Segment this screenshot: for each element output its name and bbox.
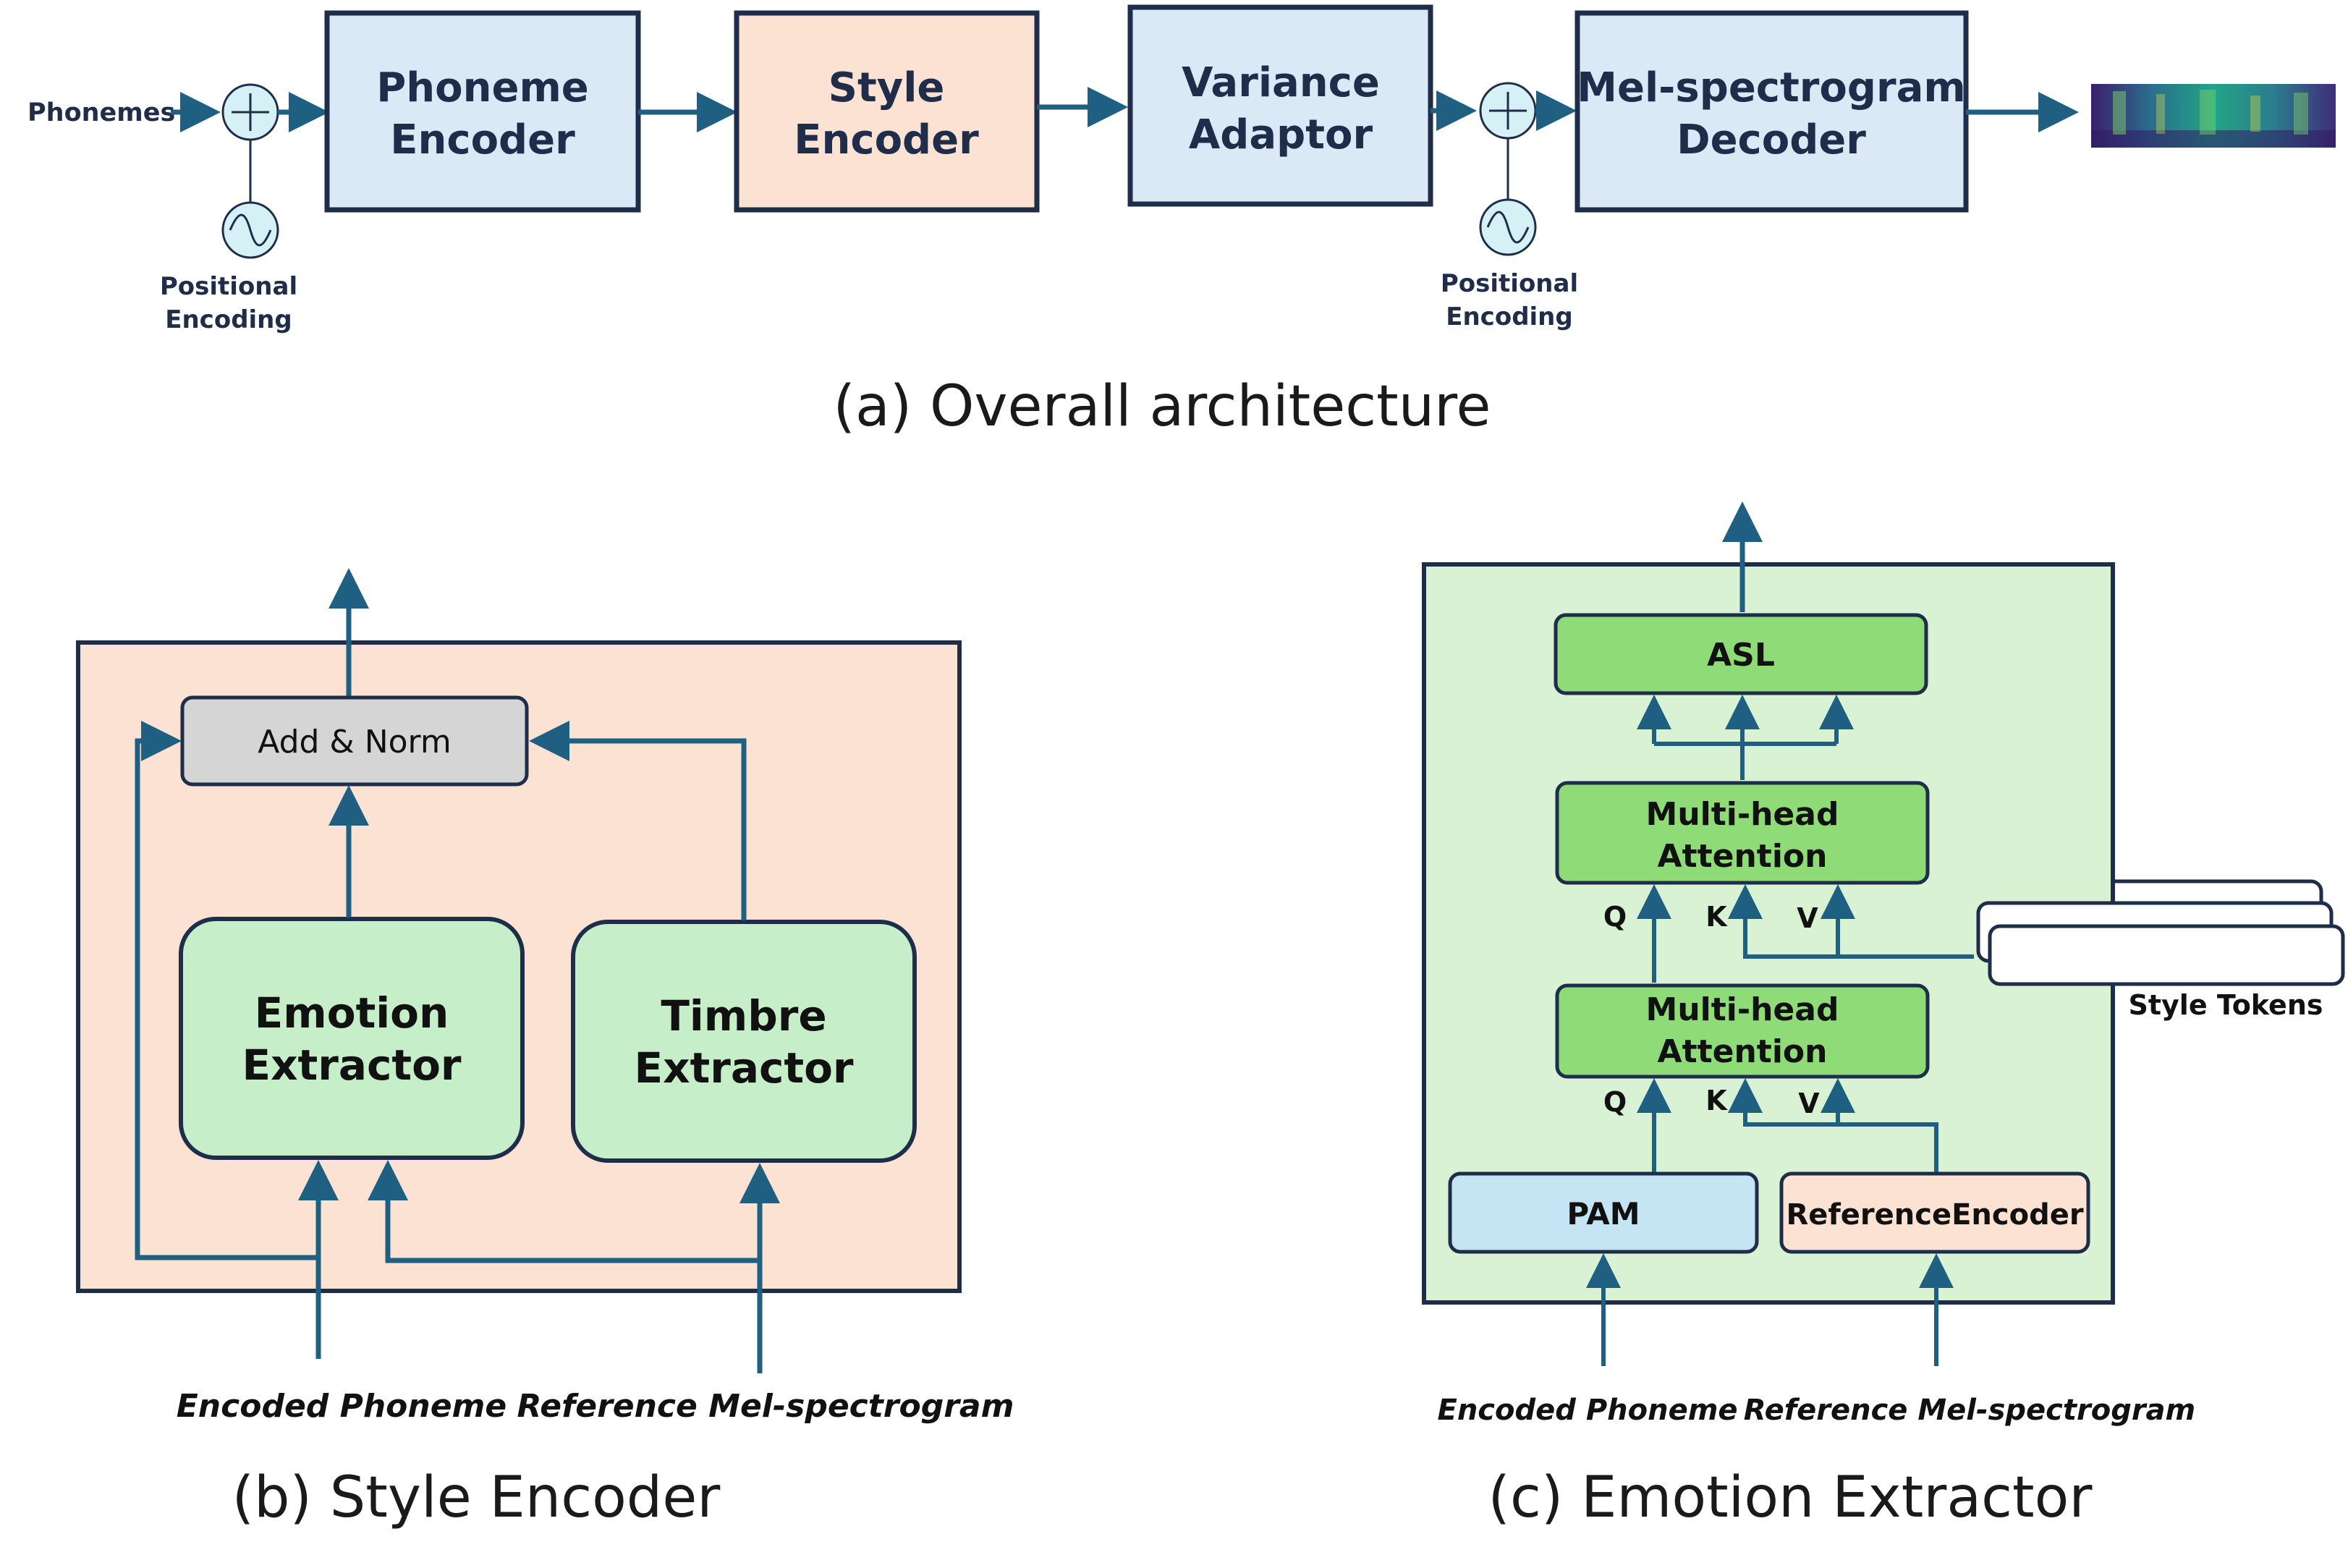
asl-block xyxy=(1554,613,1928,695)
mel-decoder-block xyxy=(1574,10,1969,213)
pam-label: PAM xyxy=(1567,1196,1640,1232)
sine-wave-left-icon xyxy=(221,201,279,259)
q-top-label: Q xyxy=(1603,901,1627,933)
phoneme-encoder-block xyxy=(324,10,641,213)
pam-block xyxy=(1448,1171,1759,1254)
caption-overall: (a) Overall architecture xyxy=(834,374,1491,439)
style-tokens-label: Style Tokens xyxy=(2128,989,2323,1021)
add-norm-label: Add & Norm xyxy=(258,724,451,760)
emotion-input-encoded-phoneme: Encoded Phoneme xyxy=(1438,1394,1738,1427)
sum-node-right-icon xyxy=(1479,82,1537,140)
reference-encoder-block xyxy=(1779,1171,2090,1254)
mha-top-block xyxy=(1555,781,1930,885)
timbre-extractor-block xyxy=(571,920,917,1163)
emotion-input-reference-mel: Reference Mel-spectrogram xyxy=(1744,1394,2195,1427)
style-input-encoded-phoneme: Encoded Phoneme xyxy=(177,1388,507,1425)
style-token-card-3 xyxy=(1988,924,2345,986)
reference-encoder-label: ReferenceEncoder xyxy=(1786,1198,2083,1232)
arrow-residual-to-addnorm xyxy=(135,721,318,1260)
caption-emotion-extractor: (c) Emotion Extractor xyxy=(1488,1465,2093,1530)
arrow-k-bottom xyxy=(1728,1078,1938,1172)
v-bottom-label: V xyxy=(1798,1088,1820,1119)
arrow-k-top xyxy=(1728,884,1974,959)
v-top-label: V xyxy=(1797,902,1818,934)
mha-bottom-block xyxy=(1555,983,1930,1079)
style-input-reference-mel: Reference Mel-spectrogram xyxy=(517,1388,1014,1425)
add-norm-block xyxy=(180,695,529,787)
sum-node-left-icon xyxy=(221,83,279,141)
q-bottom-label: Q xyxy=(1603,1086,1627,1118)
k-bottom-label: K xyxy=(1705,1085,1728,1116)
asl-label: ASL xyxy=(1707,637,1775,674)
style-encoder-block xyxy=(734,10,1040,213)
variance-adaptor-block xyxy=(1127,4,1433,207)
mel-spectrogram-image xyxy=(2091,84,2336,148)
phonemes-label: Phonemes xyxy=(27,98,175,127)
arrow-timbre-to-addnorm xyxy=(529,721,747,920)
emotion-extractor-block xyxy=(179,917,525,1160)
sine-wave-right-icon xyxy=(1479,198,1537,256)
arrow-reference-mel-to-emotion xyxy=(368,1160,760,1263)
k-top-label: K xyxy=(1705,901,1728,933)
caption-style-encoder: (b) Style Encoder xyxy=(232,1465,721,1530)
